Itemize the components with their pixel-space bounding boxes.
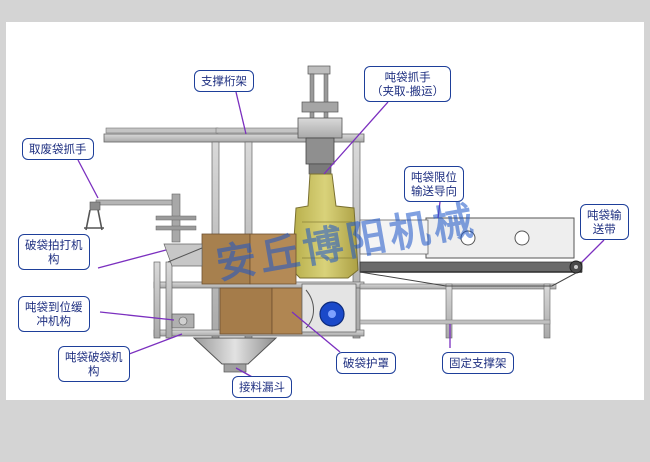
diagram-canvas: 支撑桁架 吨袋抓手 （夹取-搬运） 取废袋抓手 吨袋限位 输送导向 吨袋输 送带… xyxy=(6,22,644,400)
waste-bag-gripper xyxy=(84,193,197,243)
label-text: 吨袋破袋机 xyxy=(65,350,123,364)
label-text: 吨袋抓手 xyxy=(384,70,431,84)
carton-stack xyxy=(201,233,303,335)
label-text: 支撑桁架 xyxy=(201,74,247,88)
bag-limit-guide xyxy=(359,217,575,259)
label-slapping-mechanism: 破袋拍打机 构 xyxy=(18,234,90,270)
leader-lines xyxy=(77,91,605,379)
label-waste-bag-gripper: 取废袋抓手 xyxy=(22,138,94,160)
label-breaker-guard: 破袋护罩 xyxy=(336,352,396,374)
label-text: 固定支撑架 xyxy=(449,356,507,370)
label-text: 吨袋限位 xyxy=(411,170,457,184)
ton-bag-gripper xyxy=(297,65,343,175)
ton-bag-conveyor xyxy=(359,260,583,287)
label-text: 取废袋抓手 xyxy=(29,142,87,156)
label-text: （夹取-搬运） xyxy=(371,84,445,98)
label-fixed-stand: 固定支撑架 xyxy=(442,352,514,374)
label-text: 送带 xyxy=(592,222,616,236)
receiving-hopper xyxy=(192,337,278,373)
label-support-truss: 支撑桁架 xyxy=(194,70,254,92)
label-text: 接料漏斗 xyxy=(239,380,285,394)
label-receiving-hopper: 接料漏斗 xyxy=(232,376,292,398)
machine-drawing xyxy=(77,65,605,379)
label-text: 吨袋输 xyxy=(587,208,622,222)
label-bag-limit-guide: 吨袋限位 输送导向 xyxy=(404,166,464,202)
bag-breaker-guard xyxy=(301,283,357,333)
label-bag-breaker: 吨袋破袋机 构 xyxy=(58,346,130,382)
buffer-mechanism xyxy=(171,313,195,329)
support-truss xyxy=(103,127,365,143)
label-text: 构 xyxy=(48,252,60,266)
label-text: 吨袋到位缓 xyxy=(25,300,83,314)
label-ton-bag-conveyor: 吨袋输 送带 xyxy=(580,204,629,240)
label-text: 破袋护罩 xyxy=(343,356,389,370)
label-text: 破袋拍打机 xyxy=(25,238,83,252)
label-buffer-mechanism: 吨袋到位缓 冲机构 xyxy=(18,296,90,332)
ton-bag xyxy=(291,173,359,279)
label-text: 冲机构 xyxy=(36,314,72,328)
label-ton-bag-gripper: 吨袋抓手 （夹取-搬运） xyxy=(364,66,452,102)
fixed-support-stand xyxy=(359,283,557,339)
label-text: 输送导向 xyxy=(411,184,457,198)
label-text: 构 xyxy=(88,364,100,378)
slapping-mechanism xyxy=(163,243,203,267)
